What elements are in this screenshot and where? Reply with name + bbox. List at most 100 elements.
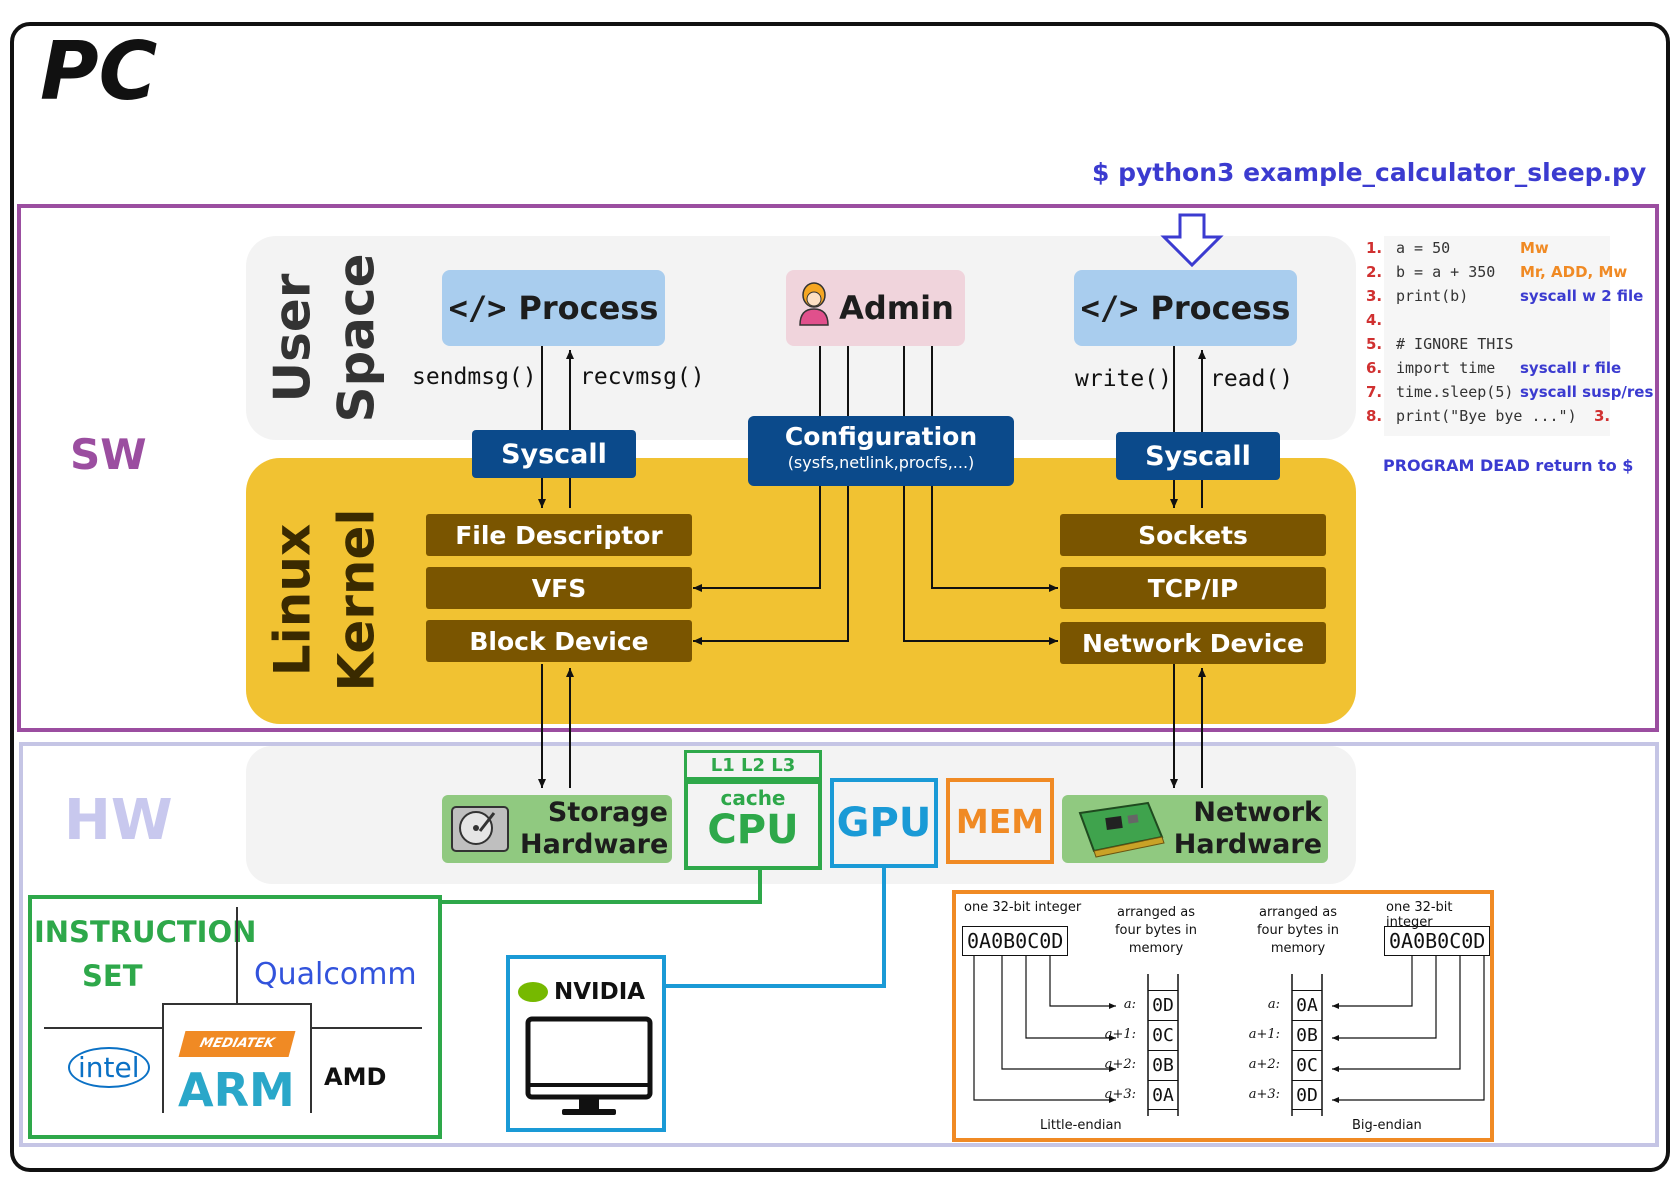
code-line-number: 4. [1366, 311, 1383, 329]
code-line-note: Mw [1520, 239, 1549, 257]
divider [236, 907, 238, 1003]
code-line-note: 3. [1594, 407, 1611, 425]
big-endian-label: Big-endian [1352, 1118, 1422, 1133]
divider [162, 1003, 312, 1005]
memory-byte: 0A [1148, 1080, 1178, 1110]
mem-box: MEM [946, 778, 1054, 864]
gpu-box: GPU [830, 778, 938, 868]
network-card-icon [1076, 799, 1166, 865]
endian-box: one 32-bit integer 0A0B0C0D arranged as … [952, 890, 1494, 1142]
pc-label: PC [40, 25, 158, 118]
code-line-note: Mr, ADD, Mw [1520, 263, 1628, 281]
memory-address: a+2: [1248, 1057, 1280, 1072]
storage-line2: Hardware [520, 829, 669, 860]
big-endian-addresses: a:a+1:a+2:a+3: [1230, 990, 1284, 1110]
admin-user-icon [797, 281, 831, 335]
code-line-text: # IGNORE THIS [1396, 335, 1514, 353]
down-arrow-icon [1160, 213, 1224, 268]
big-arranged: arranged as four bytes in memory [1256, 905, 1340, 956]
configuration-title: Configuration [784, 422, 978, 451]
qualcomm-logo: Qualcomm [254, 957, 417, 992]
write-label: write() [1075, 366, 1172, 392]
read-label: read() [1210, 366, 1294, 392]
instruction-set-line2: SET [82, 959, 143, 993]
code-bg [1384, 236, 1610, 436]
monitor-icon [524, 1015, 654, 1129]
admin-box: Admin [786, 270, 965, 346]
memory-address: a+3: [1104, 1087, 1136, 1102]
storage-line1: Storage [547, 797, 668, 828]
code-line-text: a = 50 [1396, 239, 1451, 257]
network-line2: Hardware [1173, 829, 1322, 860]
kernel-item-tcp-ip: TCP/IP [1060, 567, 1326, 609]
hw-label: HW [64, 788, 173, 853]
recvmsg-label: recvmsg() [580, 364, 705, 390]
hard-disk-icon [450, 801, 512, 861]
memory-address: a+2: [1104, 1057, 1136, 1072]
memory-byte: 0D [1292, 1080, 1322, 1110]
arm-logo: ARM [178, 1063, 295, 1117]
process-right-label: Process [1150, 289, 1291, 327]
process-left: </> Process [442, 270, 665, 346]
code-line-note: syscall susp/res [1520, 383, 1654, 401]
admin-label: Admin [839, 289, 954, 327]
cpu-box: cache CPU [684, 780, 822, 870]
code-icon: </> [1080, 289, 1139, 327]
hw-section [19, 742, 1659, 1147]
code-line-number: 1. [1366, 239, 1383, 257]
kernel-item-vfs: VFS [426, 567, 692, 609]
code-line-text: time.sleep(5) [1396, 383, 1514, 401]
code-line: 4. [1366, 308, 1666, 332]
configuration-subtitle: (sysfs,netlink,procfs,...) [787, 453, 975, 472]
code-line: 8.print("Bye bye ...")3. [1366, 404, 1666, 428]
pc-frame [10, 22, 1670, 1172]
sw-label: SW [70, 430, 147, 479]
memory-byte: 0D [1148, 990, 1178, 1020]
storage-hardware: Storage Hardware [442, 795, 672, 863]
memory-address: a+1: [1104, 1027, 1136, 1042]
instruction-set-box: INSTRUCTION SET Qualcomm intel MEDIATEK … [28, 895, 442, 1139]
code-line-text: import time [1396, 359, 1496, 377]
memory-address: a+1: [1248, 1027, 1280, 1042]
syscall-right: Syscall [1116, 432, 1280, 480]
process-right: </> Process [1074, 270, 1297, 346]
code-line: 7.time.sleep(5)syscall susp/res [1366, 380, 1666, 404]
code-line-number: 3. [1366, 287, 1383, 305]
code-line: 2. b = a + 350 Mr, ADD, Mw [1366, 260, 1666, 284]
sendmsg-label: sendmsg() [412, 364, 537, 390]
intel-logo: intel [68, 1047, 150, 1088]
program-dead-text: PROGRAM DEAD return to $ [1383, 456, 1634, 475]
configuration-box: Configuration (sysfs,netlink,procfs,...) [748, 416, 1014, 486]
mediatek-logo: MEDIATEK [178, 1031, 296, 1057]
kernel-item-network-device: Network Device [1060, 622, 1326, 664]
little-int-label: one 32-bit integer [964, 900, 1082, 915]
code-line-text: b = a + 350 [1396, 263, 1496, 281]
divider [44, 1027, 164, 1029]
memory-byte: 0C [1292, 1050, 1322, 1080]
little-endian-label: Little-endian [1040, 1118, 1122, 1133]
code-line-number: 2. [1366, 263, 1383, 281]
big-value: 0A0B0C0D [1384, 926, 1491, 956]
code-line: 5.# IGNORE THIS [1366, 332, 1666, 356]
code-line-text: print(b) [1396, 287, 1469, 305]
code-line: 1. a = 50 Mw [1366, 236, 1666, 260]
nvidia-logo: NVIDIA [554, 979, 646, 1005]
command-text: $ python3 example_calculator_sleep.py [1092, 158, 1647, 187]
syscall-left: Syscall [472, 430, 636, 478]
cache-box: L1 L2 L3 [684, 750, 822, 780]
process-left-label: Process [518, 289, 659, 327]
memory-address: a: [1267, 997, 1280, 1012]
nvidia-box: NVIDIA [506, 955, 666, 1132]
instruction-set-line1: INSTRUCTION [34, 915, 257, 949]
little-value: 0A0B0C0D [962, 926, 1069, 956]
code-listing: 1. a = 50 Mw 2. b = a + 350 Mr, ADD, Mw 3. prin… [1366, 236, 1666, 446]
cpu-label: CPU [707, 807, 799, 853]
code-icon: </> [448, 289, 507, 327]
amd-logo: AMD [324, 1063, 387, 1091]
code-line: 3.print(b)syscall w 2 file [1366, 284, 1666, 308]
divider [310, 1003, 312, 1113]
code-line-text: print("Bye bye ...") [1396, 407, 1577, 425]
code-line-note: syscall r file [1520, 359, 1622, 377]
